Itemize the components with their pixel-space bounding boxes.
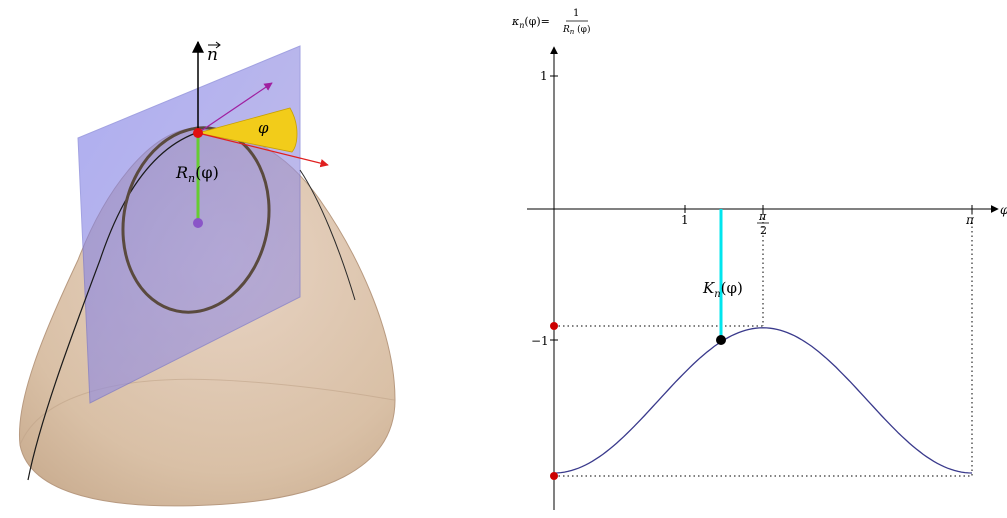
- x-tick-label-pi2-den: 2: [760, 224, 767, 237]
- surface-meridian: [27, 132, 197, 481]
- surface-diagram: n φ Rn(φ): [18, 40, 396, 507]
- angle-sector: [197, 107, 298, 153]
- tangent-arrow-2: [197, 132, 329, 168]
- y-tick-label-1: 1: [540, 69, 548, 83]
- paraboloid-rim: [19, 378, 396, 446]
- y-axis-label-denominator: Rn (φ): [562, 24, 590, 36]
- x-axis-label: φ: [1000, 203, 1007, 217]
- curvature-chart: κn(φ)= 1 Rn (φ) 1 π 2 π φ 1 −1: [511, 8, 1007, 510]
- phi-label: φ: [258, 119, 269, 137]
- y-axis-label: κn(φ)=: [511, 15, 550, 30]
- curvature-label: Kn(φ): [702, 279, 743, 300]
- normal-label: n: [207, 45, 218, 65]
- x-tick-label-pi: π: [965, 213, 975, 227]
- red-point-max: [550, 322, 558, 330]
- circle-center-point: [193, 218, 203, 228]
- y-tick-label-m1: −1: [531, 334, 549, 348]
- y-axis-label-numerator: 1: [573, 8, 579, 19]
- x-tick-label-pi2-num: π: [758, 210, 767, 223]
- normal-label-vector-head: [215, 41, 221, 49]
- radius-label: Rn(φ): [175, 163, 219, 185]
- surface-meridian-right: [299, 169, 356, 301]
- tangency-point: [193, 128, 203, 138]
- x-tick-label-1: 1: [681, 213, 689, 227]
- tangent-arrow-1: [197, 82, 273, 134]
- curve-point: [716, 335, 726, 345]
- curvature-curve: [553, 327, 973, 474]
- red-point-min: [550, 472, 558, 480]
